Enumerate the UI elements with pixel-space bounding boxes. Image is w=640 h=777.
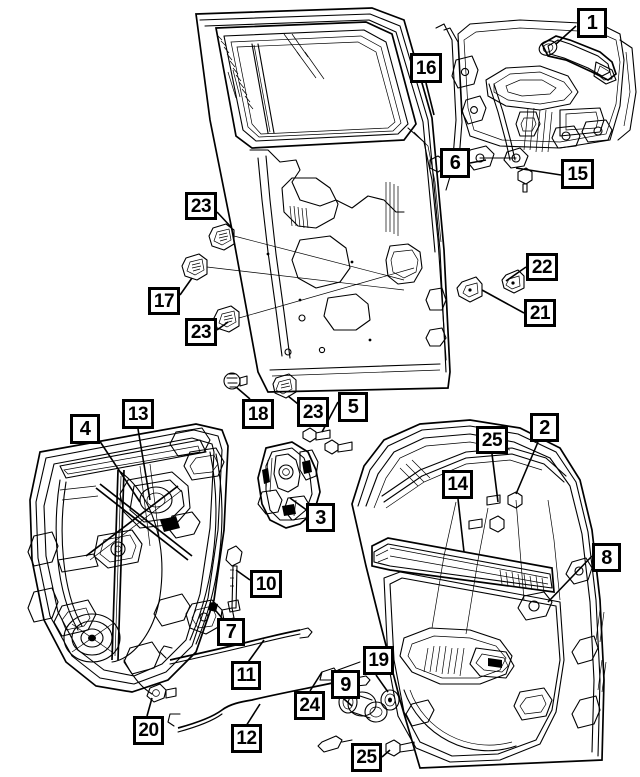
callout-13[interactable]: 13 xyxy=(122,399,154,429)
harness-clip-parts xyxy=(181,223,240,333)
callout-7[interactable]: 7 xyxy=(217,618,245,646)
push-pin-retainer-part xyxy=(223,372,248,390)
callout-21[interactable]: 21 xyxy=(524,299,556,327)
callout-23b[interactable]: 23 xyxy=(185,318,217,346)
callout-5[interactable]: 5 xyxy=(338,392,368,422)
retainer-clip-part xyxy=(272,373,297,399)
callout-24[interactable]: 24 xyxy=(294,691,325,720)
callout-4[interactable]: 4 xyxy=(70,414,100,444)
plug-button-part xyxy=(380,689,400,711)
callout-1[interactable]: 1 xyxy=(577,8,607,38)
callout-16[interactable]: 16 xyxy=(410,53,442,83)
callout-22[interactable]: 22 xyxy=(526,253,558,281)
callout-20[interactable]: 20 xyxy=(133,716,164,745)
callout-3[interactable]: 3 xyxy=(306,503,335,532)
callout-14[interactable]: 14 xyxy=(442,470,473,499)
callout-leader-lines xyxy=(98,25,593,758)
rod-connector-part xyxy=(221,545,243,621)
callout-23c[interactable]: 23 xyxy=(297,397,329,427)
callout-19[interactable]: 19 xyxy=(363,646,394,675)
callout-25b[interactable]: 25 xyxy=(351,743,382,772)
callout-25a[interactable]: 25 xyxy=(476,426,508,454)
latch-screw-parts xyxy=(302,427,353,455)
callout-12[interactable]: 12 xyxy=(231,724,262,753)
callout-18[interactable]: 18 xyxy=(242,399,274,429)
callout-15[interactable]: 15 xyxy=(561,159,594,189)
callout-11[interactable]: 11 xyxy=(231,661,261,690)
callout-23a[interactable]: 23 xyxy=(185,192,217,220)
callout-9[interactable]: 9 xyxy=(331,670,360,699)
callout-8[interactable]: 8 xyxy=(592,543,621,572)
callout-17[interactable]: 17 xyxy=(148,287,180,315)
window-regulator-assembly xyxy=(27,423,229,703)
callout-10[interactable]: 10 xyxy=(250,570,282,598)
door-outer-panel-assembly xyxy=(195,7,451,393)
callout-6[interactable]: 6 xyxy=(440,148,470,178)
callout-2[interactable]: 2 xyxy=(530,413,559,442)
